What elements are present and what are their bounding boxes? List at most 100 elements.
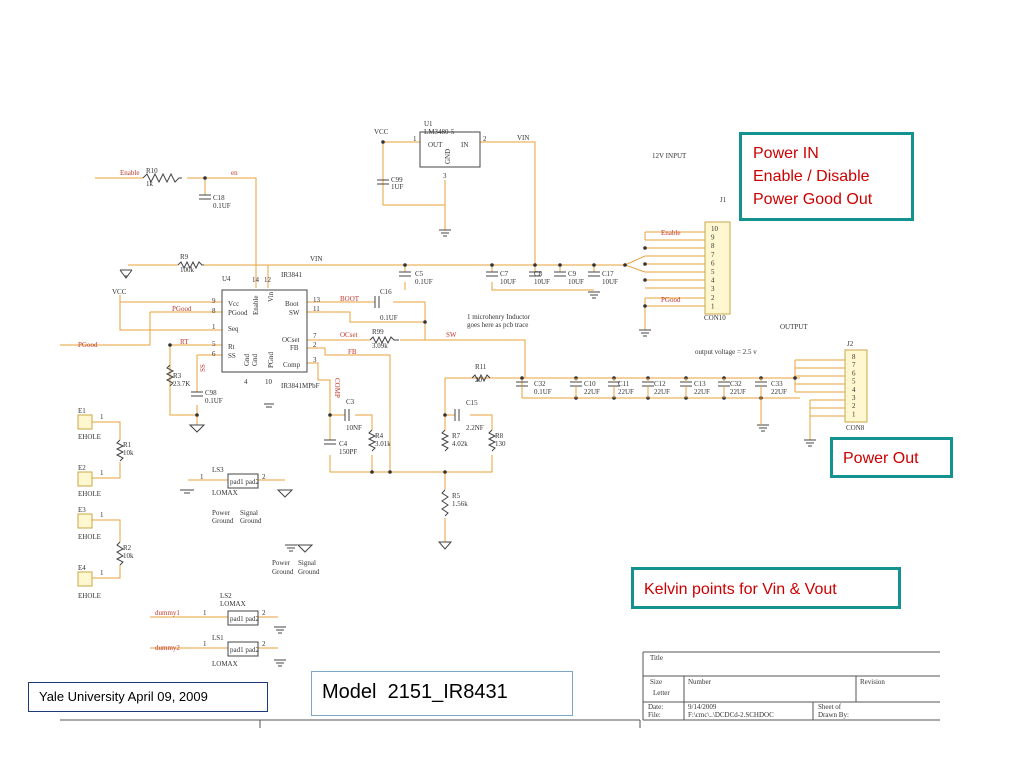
u4-vcc-pin: Vcc <box>228 300 239 308</box>
title-block <box>60 651 940 728</box>
u4-fb-pin: FB <box>290 344 299 352</box>
c32-value: 0.1UF <box>534 388 552 396</box>
e3-label: E3 <box>78 506 86 514</box>
ground-label-2: Ground <box>240 517 262 525</box>
j1-pins-pin-8: 8 <box>711 242 715 250</box>
j2-pins-pin-7: 7 <box>852 361 856 369</box>
j1-pins-pin-1: 1 <box>711 302 715 310</box>
sw-net-label: SW <box>446 331 457 339</box>
j1-pins-pin-5: 5 <box>711 268 715 276</box>
r3-label: R3 <box>173 372 182 380</box>
ir3841-label: IR3841 <box>281 271 303 279</box>
r8-value: 130 <box>495 440 506 448</box>
e1-pin: 1 <box>100 413 104 421</box>
enable-disable-line: Enable / Disable <box>753 168 870 185</box>
inductor-note-1: 1 microhenry Inductor <box>467 313 531 321</box>
pin3-u4: 3 <box>313 356 317 364</box>
e4-label: E4 <box>78 564 86 572</box>
c99-value: 1UF <box>391 183 404 191</box>
u1-pin2: 2 <box>483 135 487 143</box>
output-cap-legs <box>521 378 762 425</box>
u1-in-pin: IN <box>461 141 468 149</box>
con10-label: CON10 <box>704 314 726 322</box>
j2-pins-pin-5: 5 <box>852 378 856 386</box>
en-net-label: en <box>231 169 238 177</box>
j2-pins-pin-4: 4 <box>852 386 856 394</box>
ls1-pad: pad1 pad2 <box>230 646 259 654</box>
pin4: 4 <box>244 378 248 386</box>
j2-label: J2 <box>847 340 854 348</box>
pin12: 12 <box>264 276 272 284</box>
vcc-label: VCC <box>374 128 389 136</box>
model-text: Model 2151_IR8431 <box>322 681 508 703</box>
power-out-callout: Power Out <box>830 437 953 478</box>
j1-pins-pin-3: 3 <box>711 285 715 293</box>
input-12v-label: 12V INPUT <box>652 152 687 160</box>
e2-pin: 1 <box>100 469 104 477</box>
c10-value: 22UF <box>584 388 600 396</box>
yale-footer: Yale University April 09, 2009 <box>28 682 268 712</box>
power-out-text: Power Out <box>843 450 919 467</box>
r5-label: R5 <box>452 492 461 500</box>
e3-pin: 1 <box>100 511 104 519</box>
ls1-lomax: LOMAX <box>212 660 238 668</box>
e1-label: E1 <box>78 407 86 415</box>
j1-label: J1 <box>720 196 727 204</box>
e3-ehole: EHOLE <box>78 533 101 541</box>
c9-label: C9 <box>568 270 577 278</box>
c16-value: 0.1UF <box>380 314 398 322</box>
vin-top-label: VIN <box>517 134 529 142</box>
u4-gnd2-pin: Gnd <box>251 353 259 366</box>
comp-net-label: COMP <box>333 378 341 398</box>
c11-value: 22UF <box>618 388 634 396</box>
inductor-note-2: goes here as pcb trace <box>467 321 528 329</box>
boot-net-label: BOOT <box>340 295 360 303</box>
j1-pins-pin-6: 6 <box>711 259 715 267</box>
r7-label: R7 <box>452 432 461 440</box>
r11-label: R11 <box>475 363 487 371</box>
u4-boot-pin: Boot <box>285 300 299 308</box>
pin1-u4: 1 <box>212 323 216 331</box>
ir3841mpbf-label: IR3841MPbF <box>281 382 320 390</box>
r1-label: R1 <box>123 441 132 449</box>
tb-file-label: File: <box>648 711 661 719</box>
ls3-lomax: LOMAX <box>212 489 238 497</box>
j2-pins-pin-6: 6 <box>852 369 856 377</box>
c32-label: C32 <box>534 380 546 388</box>
c18-label: C18 <box>213 194 225 202</box>
fb-net-label: FB <box>348 348 357 356</box>
r1-value: 10k <box>123 449 134 457</box>
ls3-pin2: 2 <box>262 473 266 481</box>
e4-pin: 1 <box>100 569 104 577</box>
c4-label: C4 <box>339 440 348 448</box>
ls2-pin2: 2 <box>262 609 266 617</box>
ls2-pad: pad1 pad2 <box>230 615 259 623</box>
e1-ehole: EHOLE <box>78 433 101 441</box>
pin6: 6 <box>212 350 216 358</box>
signal-label-1: Signal <box>240 509 258 517</box>
ls2-pin1: 1 <box>203 609 207 617</box>
u1-out-pin: OUT <box>428 141 443 149</box>
c15-value: 2.2NF <box>466 424 484 432</box>
r7-value: 4.02k <box>452 440 468 448</box>
u4-vin-pin: Vin <box>267 291 275 302</box>
tb-date-label: Date: <box>648 703 663 711</box>
c98-label: C98 <box>205 389 217 397</box>
j1-net-labels: Enable PGood <box>661 229 681 304</box>
c16-label: C16 <box>380 288 392 296</box>
j1-pins-pin-4: 4 <box>711 277 715 285</box>
c17-label: C17 <box>602 270 614 278</box>
power-good-out-line: Power Good Out <box>753 191 873 208</box>
kelvin-callout: Kelvin points for Vin & Vout <box>631 567 901 609</box>
power-in-callout: Power IN Enable / Disable Power Good Out <box>739 132 914 221</box>
r10-label: R10 <box>146 167 158 175</box>
c99-label: C99 <box>391 176 403 184</box>
r2-value: 10k <box>123 552 134 560</box>
output-label: OUTPUT <box>780 323 808 331</box>
c33-label: C33 <box>771 380 783 388</box>
c13-value: 22UF <box>694 388 710 396</box>
title-block-text: Title Size Number Revision Letter Date: … <box>648 654 885 719</box>
r9-value: 100k <box>180 266 195 274</box>
